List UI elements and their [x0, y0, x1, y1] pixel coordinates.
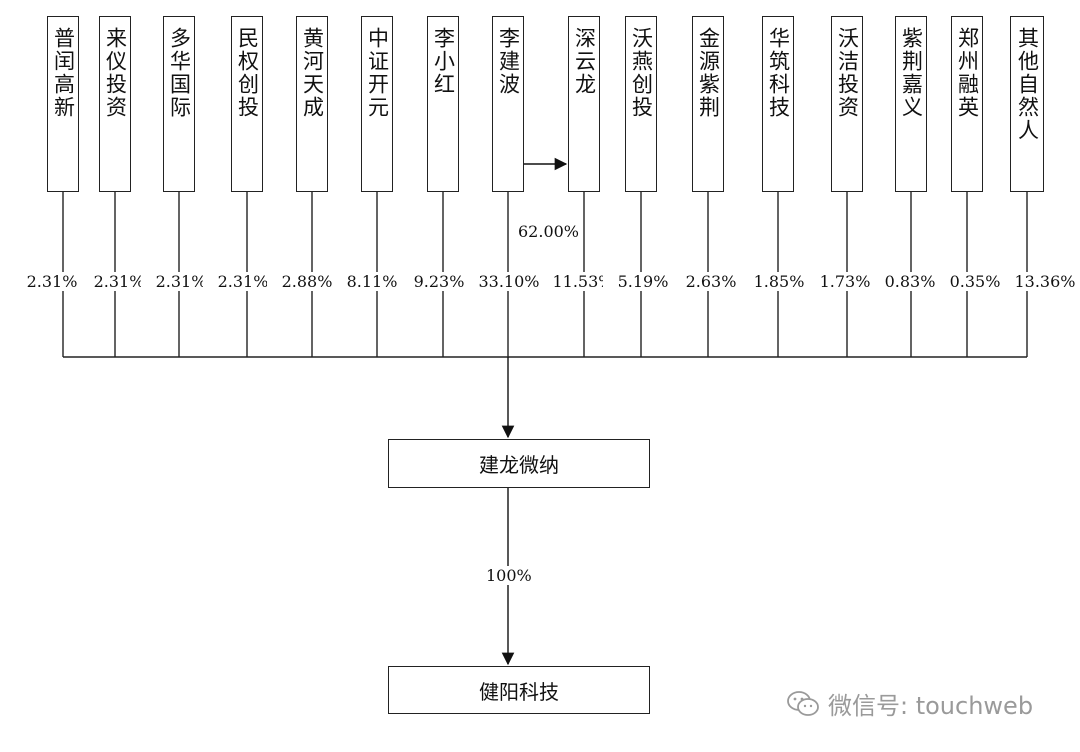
shareholder-box: 金源紫荆: [692, 16, 724, 192]
subsidiary-box: 健阳科技: [388, 666, 650, 714]
share-percentage: 2.31%: [141, 272, 221, 291]
shareholder-name: 其他自然人: [1015, 27, 1040, 142]
shareholder-box: 李建波: [492, 16, 524, 192]
share-percentage: 5.19%: [603, 272, 683, 291]
shareholder-box: 中证开元: [361, 16, 393, 192]
share-percentage: 2.63%: [671, 272, 751, 291]
shareholder-box: 民权创投: [231, 16, 263, 192]
share-percentage: 1.85%: [739, 272, 819, 291]
shareholder-name: 黄河天成: [300, 27, 325, 119]
shareholder-box: 其他自然人: [1010, 16, 1044, 192]
shareholder-box: 紫荆嘉义: [895, 16, 927, 192]
subsidiary-percentage: 100%: [486, 566, 532, 585]
share-percentage: 9.23%: [399, 272, 479, 291]
share-percentage: 8.11%: [332, 272, 412, 291]
share-percentage: 0.35%: [935, 272, 1015, 291]
shareholder-box: 沃燕创投: [625, 16, 657, 192]
shareholder-name: 沃燕创投: [629, 27, 654, 119]
shareholder-box: 华筑科技: [762, 16, 794, 192]
control-percentage: 62.00%: [518, 222, 580, 241]
shareholder-box: 黄河天成: [296, 16, 328, 192]
shareholder-name: 多华国际: [167, 27, 192, 119]
watermark-text: 微信号: touchweb: [828, 692, 1034, 720]
shareholder-name: 沃洁投资: [835, 27, 860, 119]
shareholder-name: 华筑科技: [766, 27, 791, 119]
share-percentage: 33.10%: [469, 272, 549, 291]
shareholder-box: 沃洁投资: [831, 16, 863, 192]
share-percentage: 13.36%: [1005, 272, 1080, 291]
shareholder-box: 来仪投资: [99, 16, 131, 192]
share-percentage: 0.83%: [870, 272, 950, 291]
shareholder-name: 郑州融英: [955, 27, 980, 119]
shareholder-box: 李小红: [427, 16, 459, 192]
shareholder-name: 金源紫荆: [696, 27, 721, 119]
shareholder-name: 民权创投: [235, 27, 260, 119]
shareholder-name: 中证开元: [365, 27, 390, 119]
shareholder-box: 深云龙: [568, 16, 600, 192]
watermark: 微信号: touchweb: [786, 686, 1033, 721]
shareholder-box: 普闰高新: [47, 16, 79, 192]
shareholder-name: 紫荆嘉义: [899, 27, 924, 119]
share-percentage: 2.88%: [267, 272, 347, 291]
parent-company-box: 建龙微纳: [388, 439, 650, 488]
shareholder-box: 多华国际: [163, 16, 195, 192]
shareholder-name: 普闰高新: [51, 27, 76, 119]
shareholder-name: 来仪投资: [103, 27, 128, 119]
shareholder-name: 李建波: [496, 27, 521, 96]
share-percentage: 1.73%: [805, 272, 885, 291]
share-percentage: 2.31%: [12, 272, 92, 291]
subsidiary-name: 健阳科技: [479, 679, 559, 704]
parent-company-name: 建龙微纳: [479, 453, 559, 477]
shareholder-name: 深云龙: [572, 27, 597, 96]
wechat-icon: [787, 690, 819, 716]
share-percentage: 2.31%: [203, 272, 283, 291]
shareholder-name: 李小红: [431, 27, 456, 96]
shareholder-box: 郑州融英: [951, 16, 983, 192]
share-percentage: 2.31%: [79, 272, 159, 291]
